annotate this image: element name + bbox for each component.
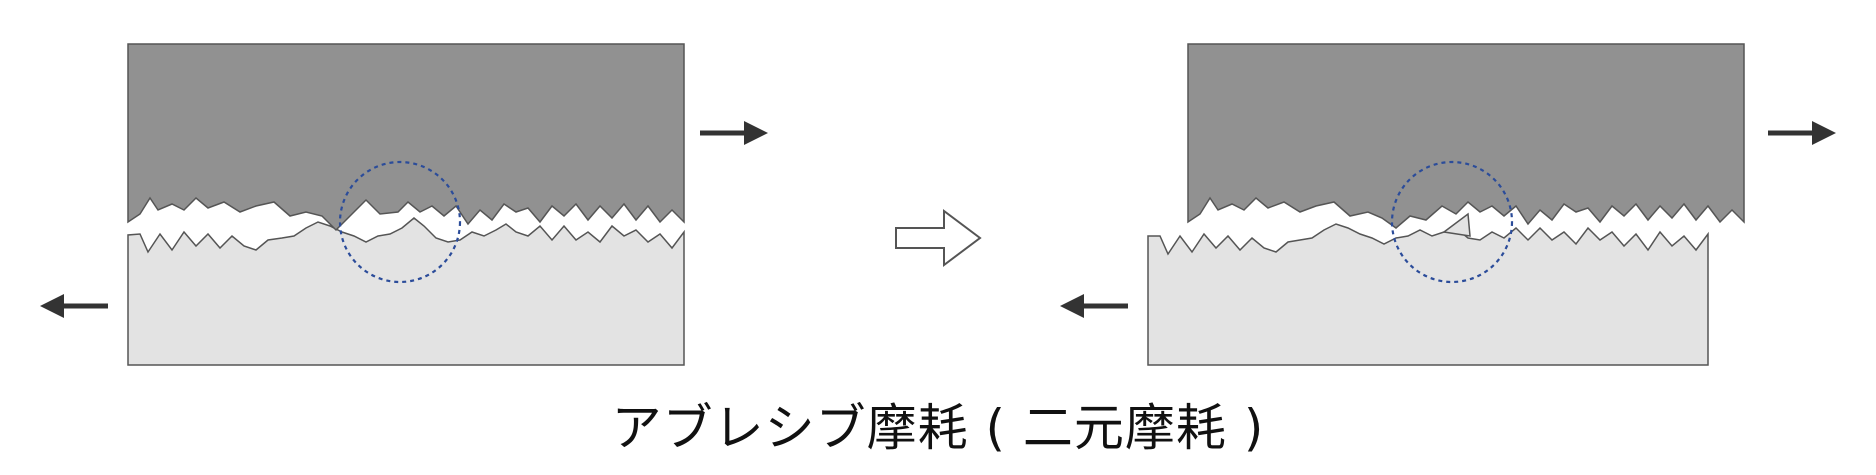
arrow-left-icon <box>40 294 108 318</box>
hollow-right-arrow-icon <box>895 209 982 267</box>
panel-before <box>40 43 768 366</box>
arrow-left-icon <box>1060 294 1128 318</box>
focus-circle-after <box>1390 160 1514 284</box>
upper-body <box>127 43 685 232</box>
focus-circle <box>338 160 462 284</box>
arrow-right-icon <box>1768 121 1836 145</box>
upper-body-shifted <box>1187 43 1745 229</box>
wear-particle <box>1442 212 1471 237</box>
panel-after <box>1060 43 1836 366</box>
lower-body <box>127 217 685 366</box>
lower-body-shifted <box>1147 223 1709 366</box>
diagram-caption: アブレシブ摩耗 ( 二元摩耗 ) <box>611 399 1265 457</box>
arrow-right-icon <box>700 121 768 145</box>
